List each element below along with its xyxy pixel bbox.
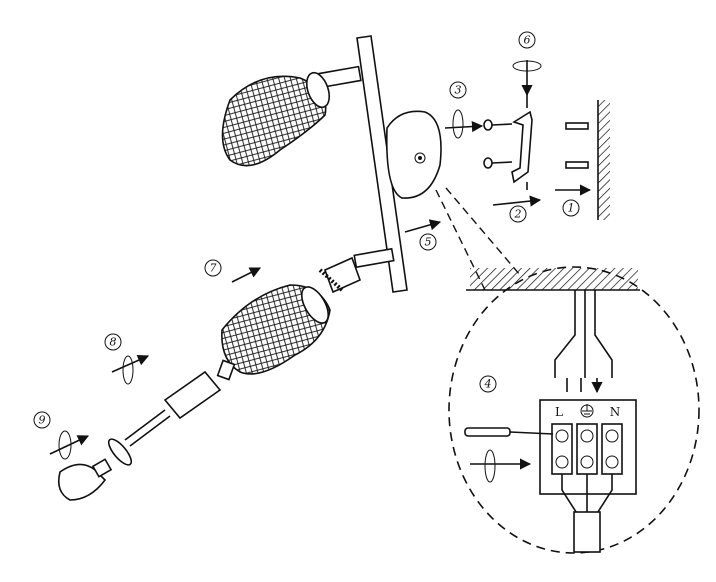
svg-text:3: 3 — [455, 84, 462, 97]
ground-symbol — [580, 404, 594, 418]
step-3: 3 — [449, 81, 467, 99]
svg-text:4: 4 — [484, 378, 492, 391]
svg-text:7: 7 — [210, 262, 217, 275]
shade-holder — [107, 354, 236, 466]
upper-lamp-shade — [221, 65, 362, 167]
lower-lamp-shade — [221, 284, 331, 375]
step-4: 4 — [479, 375, 497, 393]
svg-text:1: 1 — [568, 202, 575, 215]
wall — [597, 100, 610, 220]
svg-text:6: 6 — [524, 34, 531, 47]
lower-lamp-socket — [231, 247, 395, 294]
screwdriver-icon — [464, 427, 554, 437]
step-6: 6 — [518, 31, 536, 49]
terminal-block — [551, 423, 623, 475]
g9-bulb — [49, 430, 113, 501]
lamp-bar — [356, 35, 442, 293]
step-7: 7 — [204, 259, 222, 277]
step-8: 8 — [104, 333, 122, 351]
terminal-label-neutral: N — [610, 405, 621, 419]
step-5: 5 — [419, 233, 437, 251]
svg-text:8: 8 — [110, 336, 117, 349]
step-numbers: 1 2 3 4 5 6 7 8 9 — [33, 31, 580, 429]
step-1: 1 — [562, 199, 580, 217]
mounting-bracket — [511, 60, 542, 190]
wiring-detail: L N — [435, 187, 700, 554]
svg-text:5: 5 — [425, 236, 432, 249]
wall-plugs — [555, 122, 592, 196]
terminal-label-live: L — [555, 405, 563, 419]
svg-text:2: 2 — [514, 208, 522, 221]
svg-text:9: 9 — [39, 414, 46, 427]
step-2: 2 — [509, 205, 527, 223]
step-9: 9 — [33, 411, 51, 429]
screws — [444, 109, 542, 207]
